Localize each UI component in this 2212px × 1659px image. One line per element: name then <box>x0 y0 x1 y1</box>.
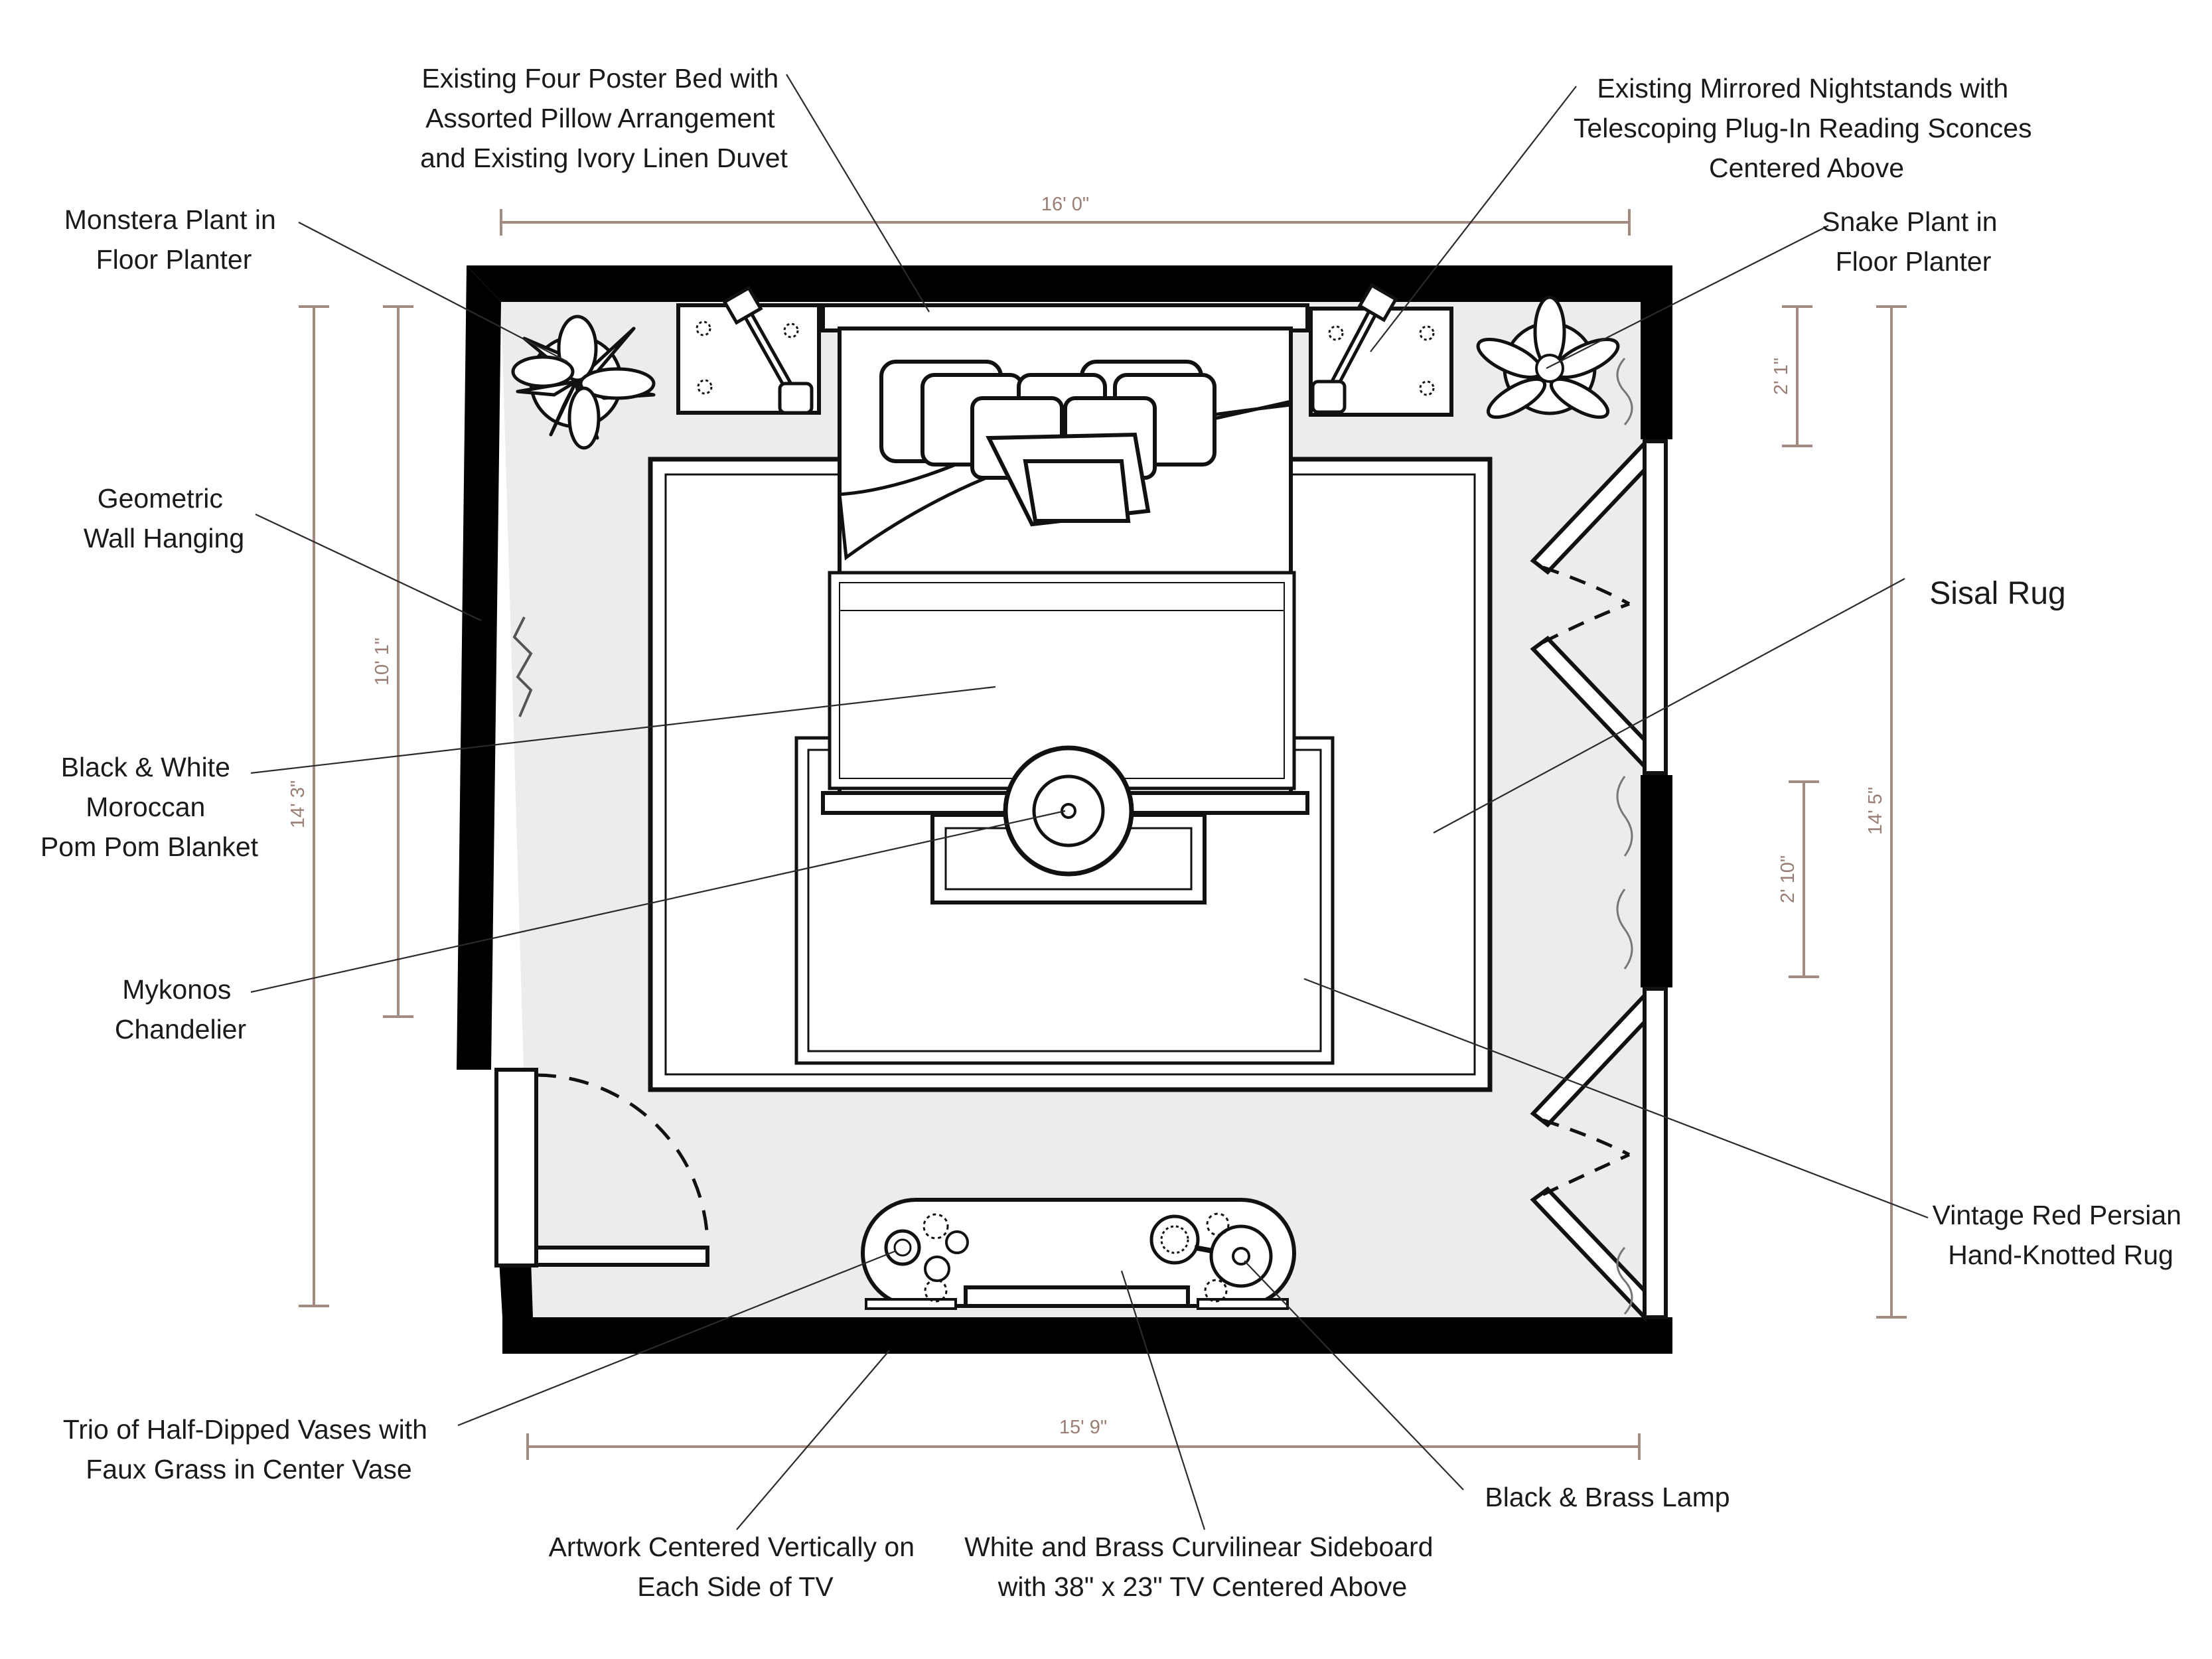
leader-lamp <box>1244 1260 1464 1490</box>
label-bed: Existing Four Poster Bed with Assorted P… <box>420 63 788 173</box>
mykonos-chandelier <box>1003 745 1134 877</box>
dim-right-upper: 2' 1" <box>1771 358 1792 395</box>
french-door-leaf-4 <box>1530 1187 1647 1323</box>
dim-top-width: 16' 0" <box>1041 194 1089 215</box>
snake-plant <box>1476 295 1620 419</box>
drape-lower <box>1616 1247 1633 1315</box>
nightstand-left <box>676 285 821 415</box>
french-door-swing-1 <box>1542 565 1631 606</box>
dim-left-outer: 14' 3" <box>287 780 309 828</box>
leader-lines <box>250 74 1929 1530</box>
window-frame-lower <box>1643 987 1668 1319</box>
label-blanket: Black & White Moroccan Pom Pom Blanket <box>40 752 259 862</box>
label-snake: Snake Plant in Floor Planter <box>1822 206 2005 277</box>
drape-upper <box>1616 358 1633 425</box>
geometric-wall-hanging <box>512 616 533 717</box>
wall-right-bottom <box>1641 1321 1672 1354</box>
label-monstera: Monstera Plant in Floor Planter <box>64 204 283 275</box>
wall-top <box>467 265 1669 302</box>
leader-snake <box>1546 225 1829 369</box>
dim-left-inner: 10' 1" <box>372 638 393 685</box>
leader-wall-hanging <box>255 514 482 621</box>
artwork-left <box>865 1298 957 1310</box>
four-poster-bed <box>821 303 1309 815</box>
drape-middle-2 <box>1616 889 1633 970</box>
lamp-shade <box>1209 1224 1273 1288</box>
tv <box>964 1285 1190 1308</box>
wall-left-upper <box>457 265 501 1070</box>
vase <box>884 1229 921 1266</box>
french-door-leaf-3 <box>1530 990 1647 1128</box>
label-chandelier: Mykonos Chandelier <box>115 974 246 1045</box>
window-frame-upper <box>1643 439 1668 775</box>
sideboard <box>861 1198 1296 1310</box>
pillow <box>1023 459 1131 523</box>
leader-artwork <box>736 1350 890 1530</box>
leader-persian <box>1303 977 1929 1219</box>
wall-left-lower <box>499 1260 533 1317</box>
french-door-leaf-1 <box>1530 438 1647 575</box>
label-persian: Vintage Red Persian Hand-Knotted Rug <box>1933 1200 2189 1270</box>
label-lamp: Black & Brass Lamp <box>1485 1482 1730 1512</box>
nightstand-right <box>1309 283 1453 417</box>
wall-right-top <box>1641 265 1672 439</box>
wall-bottom <box>502 1317 1672 1354</box>
vase <box>924 1256 950 1282</box>
vase <box>945 1230 969 1254</box>
leader-sisal <box>1433 578 1905 833</box>
label-sideboard: White and Brass Curvilinear Sideboard wi… <box>964 1532 1441 1602</box>
dim-bottom-width: 15' 9" <box>1059 1417 1107 1438</box>
french-door-swing-4 <box>1542 1153 1631 1196</box>
dim-right-outer: 14' 5" <box>1865 787 1886 835</box>
french-door-swing-2 <box>1542 602 1630 644</box>
door-swing-arc <box>536 1073 709 1242</box>
french-door-swing-3 <box>1542 1118 1631 1157</box>
lamp-base <box>1149 1214 1200 1265</box>
entry-door <box>494 1068 709 1267</box>
label-wall-hanging: Geometric Wall Hanging <box>84 483 244 553</box>
leader-nightstands <box>1370 86 1577 352</box>
label-vases: Trio of Half-Dipped Vases with Faux Gras… <box>63 1414 435 1484</box>
wall-right-middle <box>1641 775 1672 987</box>
leader-sideboard <box>1120 1270 1206 1530</box>
artwork-right <box>1197 1298 1289 1310</box>
leader-vases <box>457 1250 897 1427</box>
dim-right-middle: 2' 10" <box>1777 855 1799 903</box>
door-jamb <box>494 1068 538 1267</box>
leader-blanket <box>250 685 996 774</box>
label-artwork: Artwork Centered Vertically on Each Side… <box>549 1532 922 1602</box>
leader-chandelier <box>250 810 1066 993</box>
door-leaf <box>534 1246 709 1267</box>
monstera-plant <box>511 315 656 450</box>
leader-monstera <box>298 222 568 362</box>
drape-middle-1 <box>1616 776 1633 857</box>
label-sisal: Sisal Rug <box>1929 576 2065 611</box>
label-nightstands: Existing Mirrored Nightstands with Teles… <box>1574 73 2039 183</box>
leader-bed <box>786 74 930 313</box>
dimension-lines <box>299 209 1907 1460</box>
